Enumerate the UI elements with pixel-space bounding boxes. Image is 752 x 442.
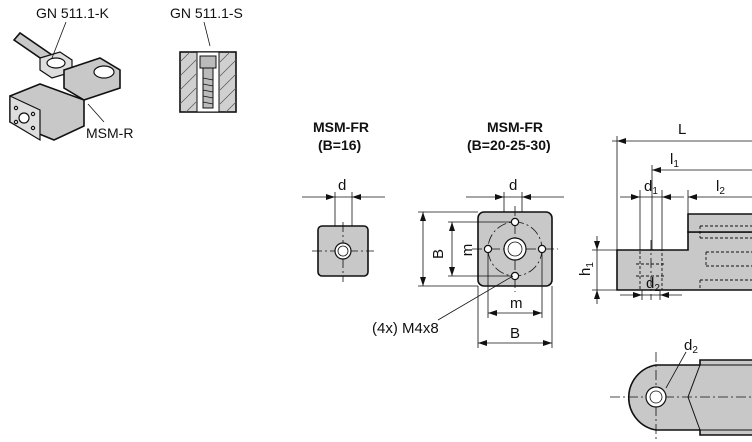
screw-section-view: GN 511.1-S — [170, 5, 243, 113]
view-b20-m-horizontal-label: m — [510, 295, 523, 312]
handle-callout-label: GN 511.1-K — [36, 5, 110, 21]
body-face-hole — [18, 112, 30, 124]
side-d1-label: d1 — [644, 178, 658, 197]
clamp-nut-top — [46, 57, 66, 69]
view-bottom: d2 — [610, 337, 752, 442]
bottom-d2-label: d2 — [684, 337, 698, 356]
section-hatching — [179, 51, 237, 113]
body-face-small-hole-2 — [30, 111, 36, 117]
screw-thread — [202, 77, 214, 105]
body-face-small-hole-1 — [13, 105, 19, 111]
screw-shank — [202, 67, 214, 109]
side-L-label: L — [678, 121, 686, 138]
side-body-upper — [687, 213, 752, 233]
side-d2-label: d2 — [646, 275, 660, 294]
view-b16-title: MSM-FR — [313, 119, 369, 135]
view-b20-title: MSM-FR — [487, 119, 543, 135]
view-b16-bore-inner — [337, 245, 349, 257]
body-callout-label: MSM-R — [86, 125, 133, 141]
view-b20-bore — [503, 237, 527, 261]
isometric-assembly: GN 511.1-K MSM-R — [9, 5, 133, 142]
side-internal-thread — [699, 225, 752, 288]
view-b20-tap-hole-left — [483, 244, 493, 254]
view-b20-tap-hole-top — [510, 217, 520, 227]
view-b20-holes-callout: (4x) M4x8 — [372, 320, 439, 337]
body-face-small-hole-3 — [13, 119, 19, 125]
bottom-body — [627, 359, 752, 436]
side-l1-label: l1 — [670, 151, 679, 170]
side-h1-label: h1 — [577, 262, 596, 276]
view-b20-B-vertical-label: B — [430, 249, 447, 259]
view-b16-bore — [334, 242, 352, 260]
view-b20: MSM-FR (B=20-25-30) d B m — [372, 119, 564, 348]
view-b20-subtitle: (B=20-25-30) — [467, 137, 551, 153]
screw-head — [199, 55, 217, 69]
view-b16: MSM-FR (B=16) d — [302, 119, 385, 282]
bottom-bore — [645, 386, 667, 408]
view-b20-tap-hole-right — [537, 244, 547, 254]
side-l2-label: l2 — [716, 178, 725, 197]
view-b20-bore-inner — [507, 241, 523, 257]
view-b20-m-vertical-label: m — [459, 244, 476, 257]
view-b20-B-horizontal-label: B — [510, 325, 520, 342]
view-side: L l1 l2 d1 — [577, 121, 752, 304]
bottom-bore-inner — [649, 390, 663, 404]
view-b16-d-label: d — [338, 177, 346, 194]
side-body — [616, 231, 752, 291]
screw-callout-label: GN 511.1-S — [170, 5, 243, 21]
clamp-ring-bore — [93, 65, 115, 79]
view-b16-subtitle: (B=16) — [318, 137, 361, 153]
body-face-small-hole-4 — [30, 125, 36, 131]
view-b20-d-label: d — [509, 177, 517, 194]
